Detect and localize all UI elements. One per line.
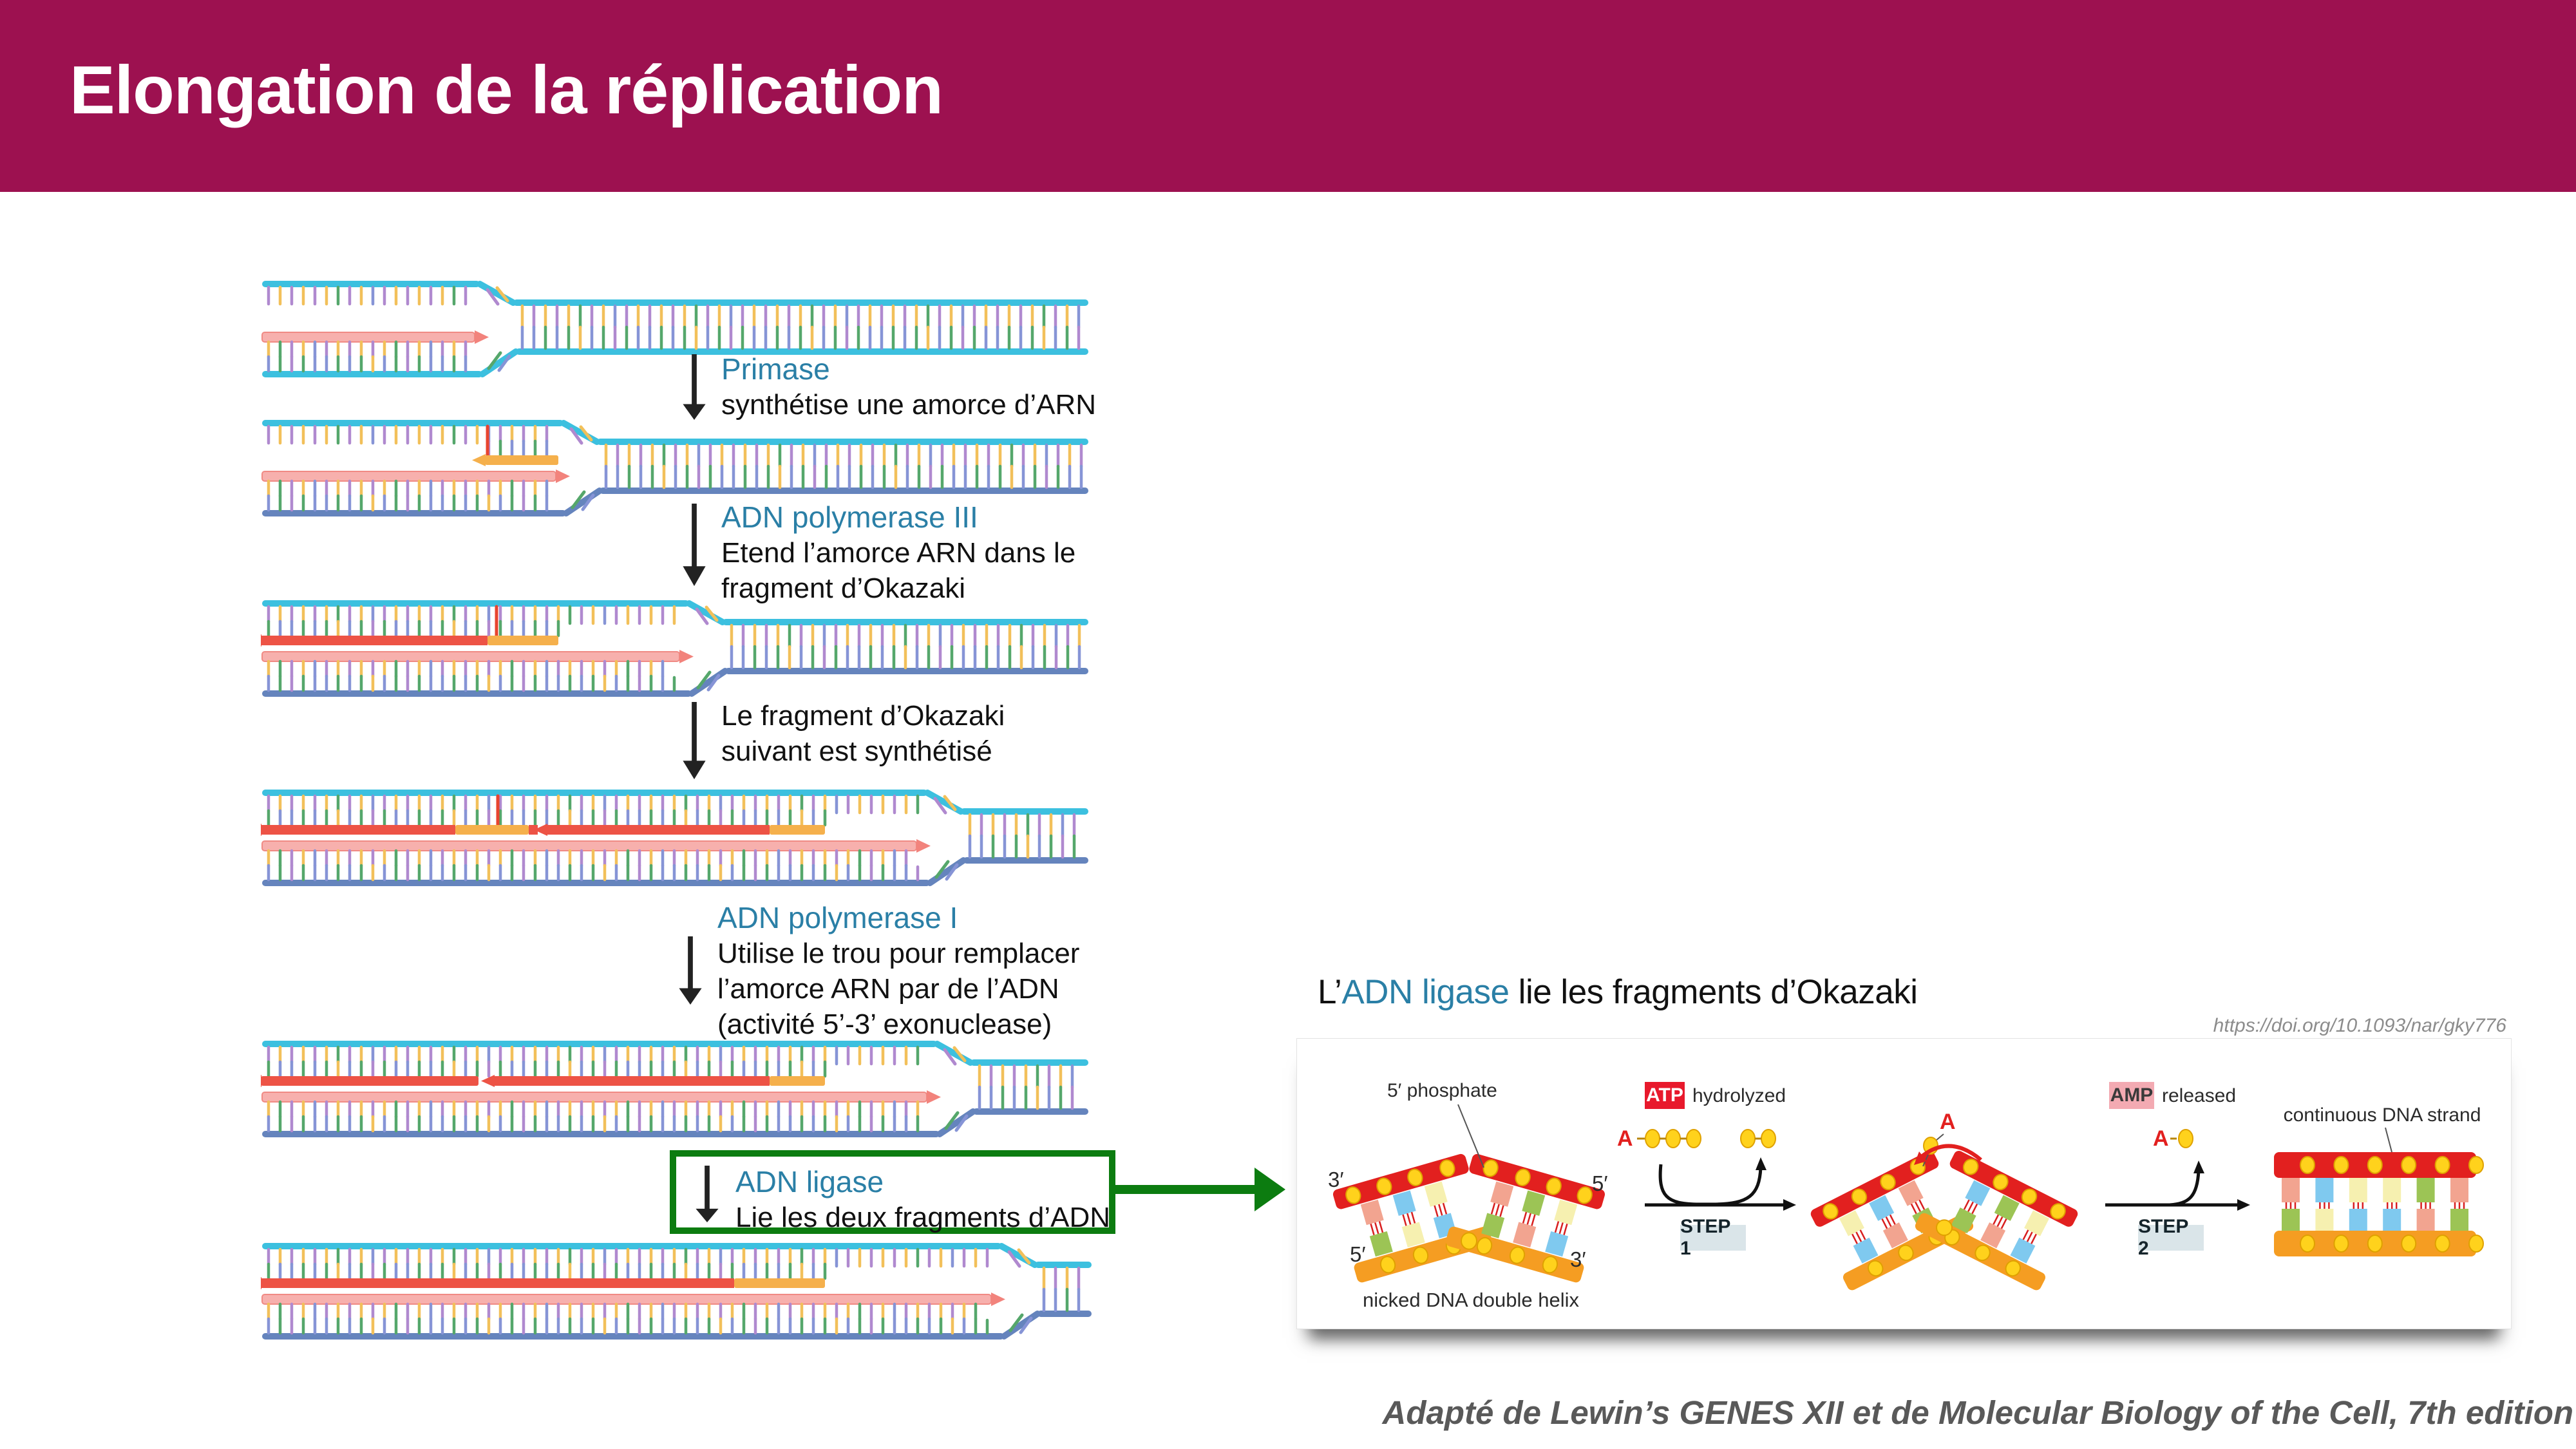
continuous-dna-label: continuous DNA strand [2283, 1104, 2481, 1126]
step1-reaction [1637, 1129, 1796, 1211]
enzyme-label: ADN polymerase I [717, 901, 958, 934]
nick-attack-arrow [1918, 1144, 1982, 1162]
released-label: released [2162, 1085, 2237, 1106]
replication-fork-diagram [261, 281, 1088, 377]
hydrolyzed-label: hydrolyzed [1692, 1085, 1786, 1106]
replication-fork-diagram [261, 600, 1088, 697]
three-prime-label: 3′ [1328, 1168, 1344, 1191]
replication-fork-diagram [261, 420, 1088, 516]
ligase-mechanism-art [1332, 1104, 2484, 1291]
continuous-dna-strand [2274, 1152, 2484, 1256]
replication-fork-diagram [261, 1041, 1088, 1137]
slide-header: Elongation de la réplication [0, 0, 2576, 192]
replication-stage-fragment-suivant-synthetise [261, 787, 1095, 889]
okazaki-fragment [261, 824, 538, 836]
replication-fork-diagram [261, 790, 1088, 886]
attribution-text: Adapté de Lewin’s GENES XII et de Molecu… [1382, 1394, 2574, 1431]
three-prime-label: 3′ [1570, 1247, 1586, 1271]
okazaki-fragment [261, 1075, 478, 1087]
nicked-dna-double-helix [1332, 1153, 1605, 1283]
step-adn-polymerase-1: ADN polymerase I Utilise le trou pour re… [676, 900, 1079, 1042]
leading-strand-arrow [261, 650, 694, 663]
replication-stage-fragments-ligatures [261, 1240, 1095, 1342]
five-prime-label: 5′ [1350, 1242, 1366, 1266]
page-title: Elongation de la réplication [70, 52, 943, 128]
replication-fork-diagram [261, 1243, 1092, 1340]
parental-template-strands [262, 281, 1088, 377]
enzyme-label: ADN ligase [735, 1165, 884, 1198]
title-enzyme: ADN ligase [1341, 973, 1510, 1011]
leading-strand-arrow [261, 1090, 941, 1104]
step-description: (activité 5’-3’ exonuclease) [717, 1009, 1052, 1040]
parental-template-strands [262, 600, 1088, 697]
rna-primer [472, 454, 558, 466]
five-prime-label: 5′ [1592, 1171, 1608, 1195]
step-description: suivant est synthétisé [721, 735, 992, 767]
okazaki-fragment [534, 824, 825, 836]
leading-strand-arrow [261, 469, 570, 483]
replication-stage-amorce-arn-synthetisee [261, 417, 1095, 519]
okazaki-fragment [261, 1277, 825, 1289]
parental-template-strands [262, 790, 1088, 886]
okazaki-fragment [481, 1075, 825, 1087]
step-adn-polymerase-3: ADN polymerase III Etend l’amorce ARN da… [680, 500, 1075, 606]
step-primase: Primase synthétise une amorce d’ARN [680, 352, 1096, 422]
adenine-label: A [2153, 1126, 2169, 1151]
flow-arrow-head-icon [1255, 1168, 1285, 1211]
title-prefix: L’ [1318, 973, 1342, 1011]
parental-template-strands [262, 1243, 1092, 1340]
replication-stage-amorce-remplacee-par-adn [261, 1038, 1095, 1140]
leading-strand-arrow [261, 839, 931, 853]
step-description: Le fragment d’Okazaki [721, 700, 1005, 732]
amp-badge: AMP [2109, 1082, 2154, 1109]
step-description: Utilise le trou pour remplacer [717, 938, 1080, 969]
doi-reference: https://doi.org/10.1093/nar/gky776 [2213, 1015, 2506, 1036]
adenylylated-nicked-dna [1810, 1151, 2078, 1291]
ligase-mechanism-figure: 5′ phosphate 3′ 5′ 5′ 3′ nicked DNA doub… [1296, 1038, 2512, 1329]
step1-badge: STEP 1 [1680, 1216, 1746, 1259]
down-arrow-icon [679, 936, 702, 1005]
nicked-dna-caption: nicked DNA double helix [1362, 1289, 1580, 1311]
step-description: Etend l’amorce ARN dans le [721, 537, 1076, 569]
down-arrow-icon [683, 354, 706, 420]
down-arrow-icon [683, 702, 706, 779]
replication-stage-fourche-initiale [261, 278, 1095, 380]
enzyme-label: Primase [721, 352, 830, 386]
phosphate-label: 5′ phosphate [1387, 1080, 1497, 1101]
step-description: synthétise une amorce d’ARN [721, 389, 1097, 421]
adenine-label: A [1617, 1126, 1633, 1151]
step-description: l’amorce ARN par de l’ADN [717, 973, 1059, 1005]
step2-badge: STEP 2 [2138, 1216, 2204, 1259]
atp-badge: ATP [1645, 1082, 1685, 1109]
adenine-label: A [1940, 1110, 1956, 1134]
parental-template-strands [262, 1041, 1088, 1137]
step-adn-ligase-box: ADN ligase Lie les deux fragments d’ADN [670, 1150, 1115, 1234]
down-arrow-icon [683, 504, 706, 586]
enzyme-label: ADN polymerase III [721, 500, 978, 534]
step2-reaction [2105, 1129, 2250, 1211]
right-panel-title: L’ADN ligase lie les fragments d’Okazaki [1318, 972, 1918, 1012]
step-fragment-suivant: Le fragment d’Okazaki suivant est synthé… [680, 698, 1005, 779]
down-arrow-icon [696, 1166, 719, 1222]
title-suffix: lie les fragments d’Okazaki [1509, 973, 1918, 1011]
flow-arrow-shaft [1115, 1185, 1256, 1194]
step-description: Lie les deux fragments d’ADN [735, 1202, 1111, 1233]
step-description: fragment d’Okazaki [721, 573, 966, 604]
replication-stage-fragment-okazaki-etendu [261, 598, 1095, 699]
okazaki-fragment [261, 634, 558, 647]
leading-strand-arrow [261, 330, 489, 344]
